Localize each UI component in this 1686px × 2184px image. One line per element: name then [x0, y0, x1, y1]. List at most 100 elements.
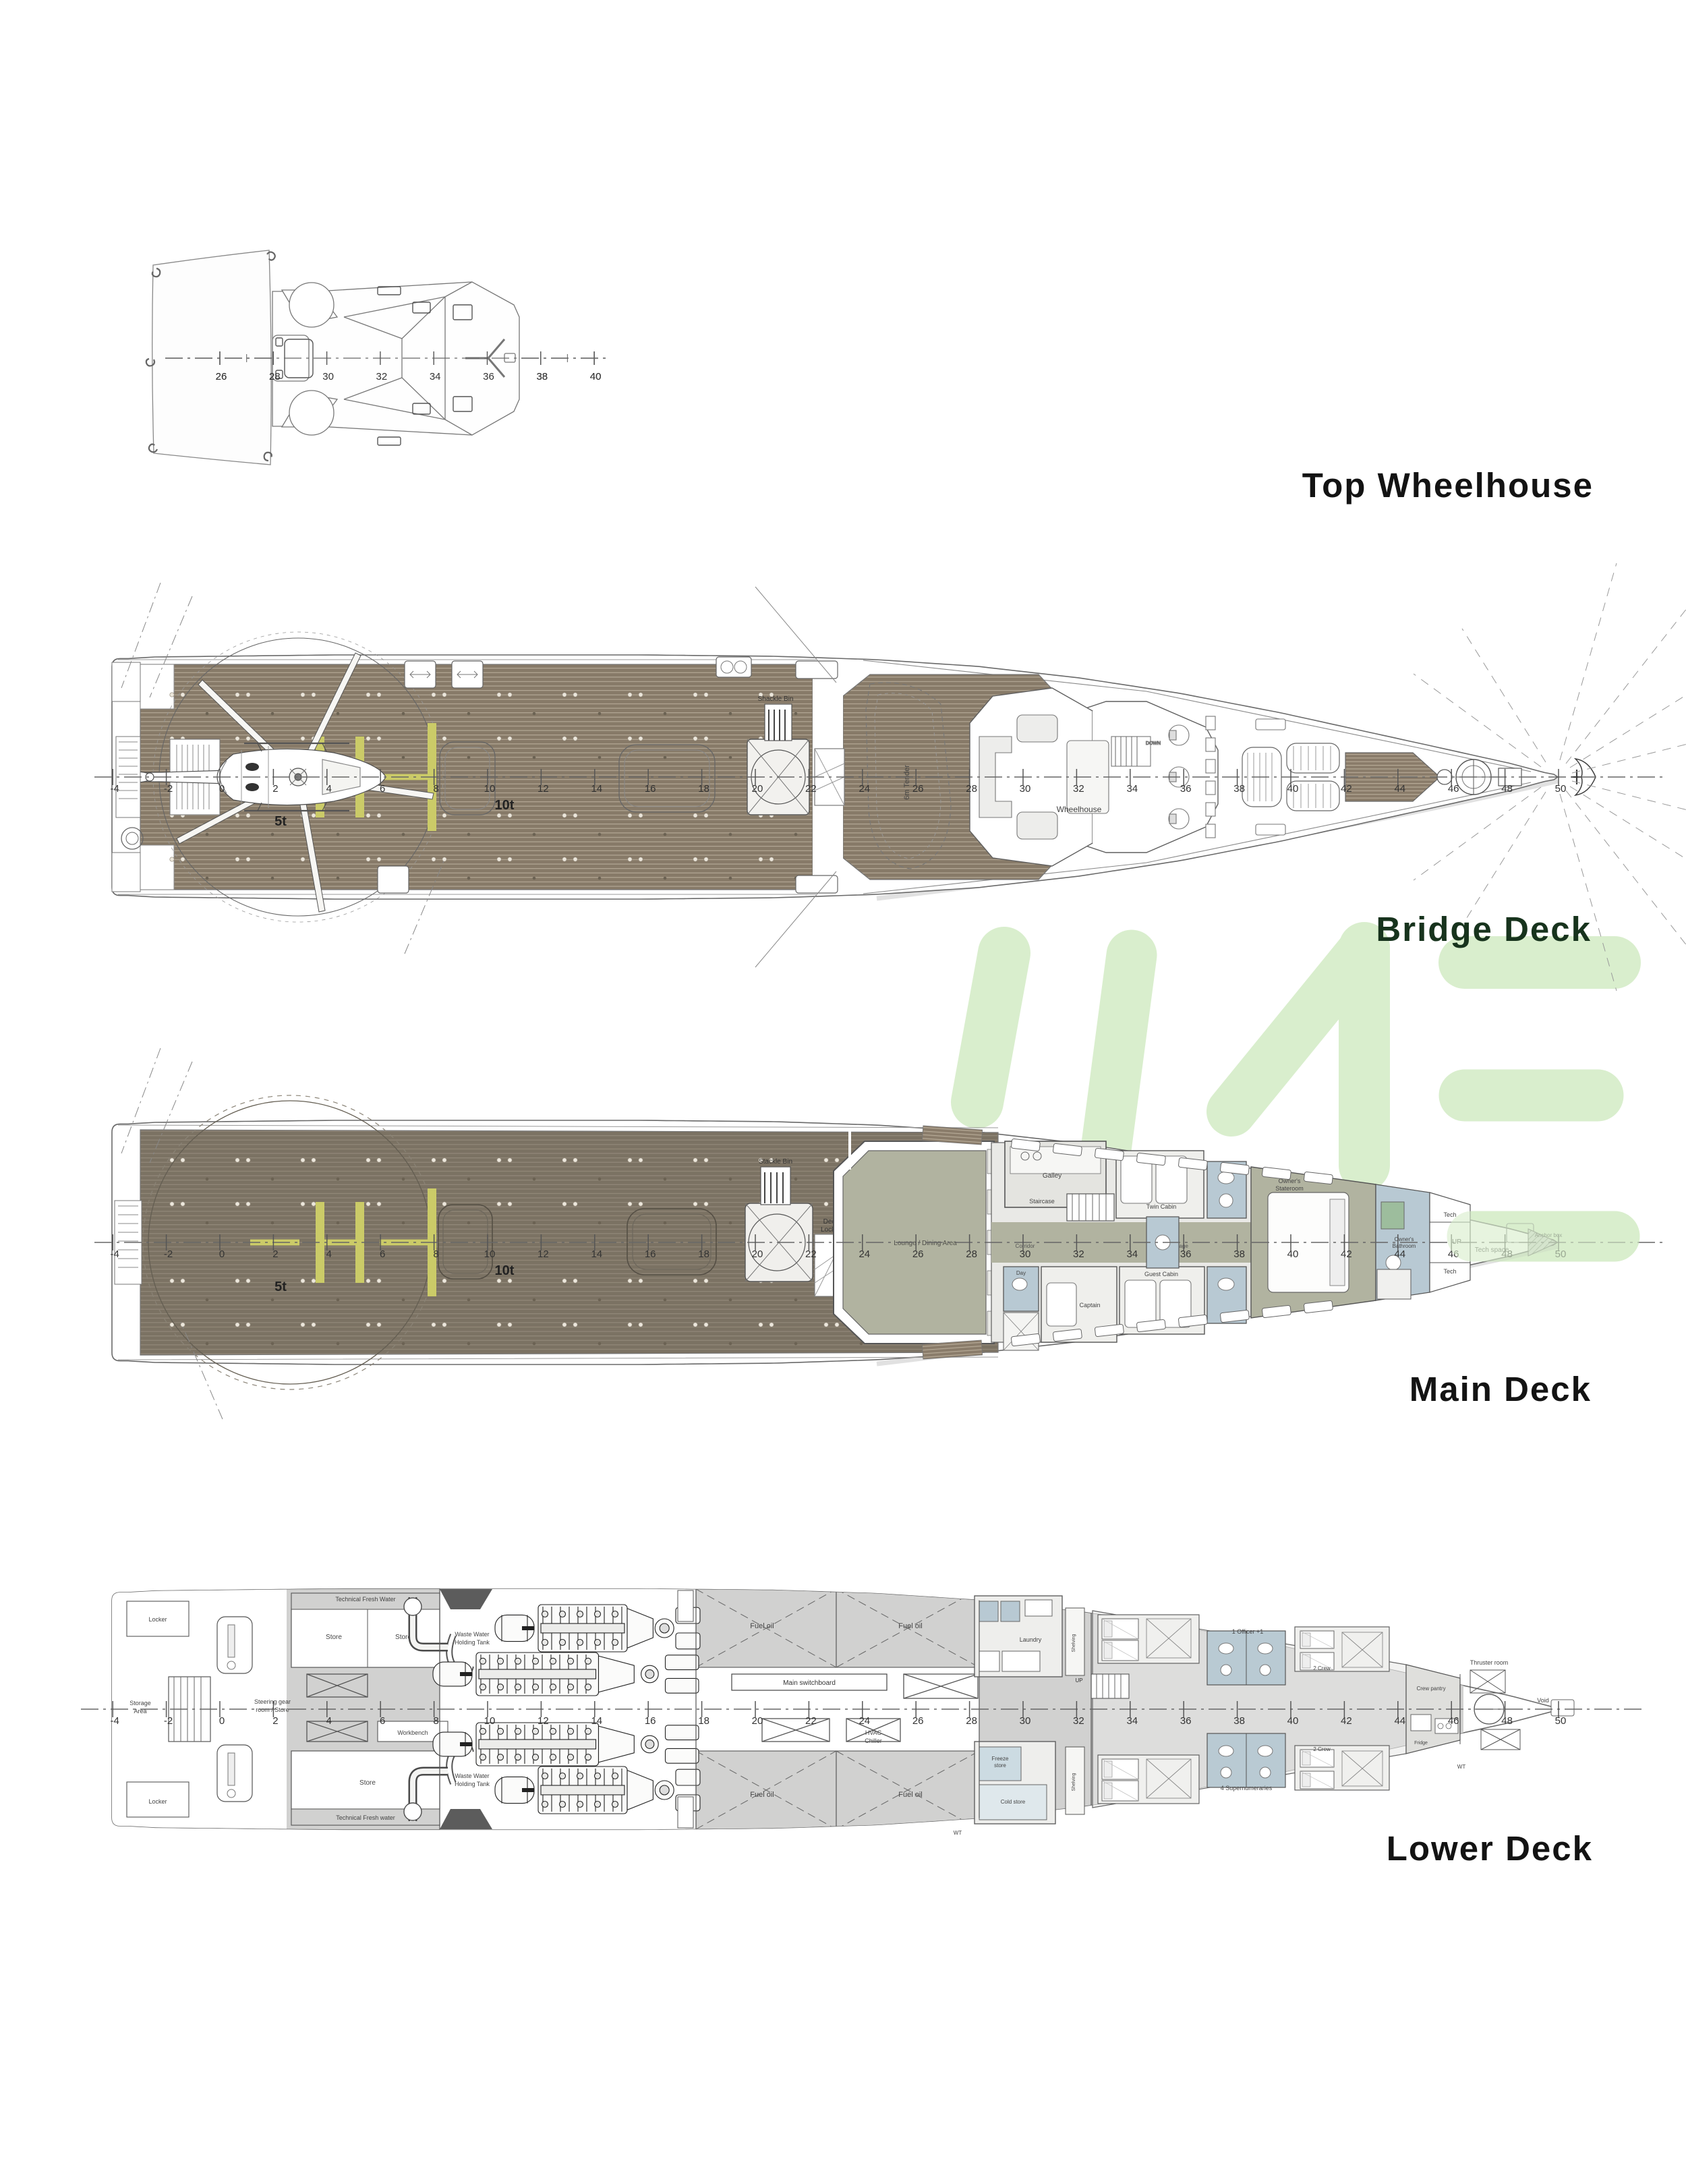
svg-text:36: 36	[1180, 1248, 1192, 1260]
svg-text:Twin Cabin: Twin Cabin	[1146, 1203, 1177, 1210]
svg-text:4: 4	[326, 783, 332, 795]
svg-text:6: 6	[380, 1715, 385, 1727]
svg-text:2 Crew: 2 Crew	[1313, 1665, 1331, 1671]
svg-text:Waste Water: Waste Water	[455, 1773, 489, 1779]
svg-text:Technical Fresh water: Technical Fresh water	[336, 1814, 395, 1821]
svg-text:22: 22	[805, 1248, 817, 1260]
svg-text:40: 40	[1287, 1715, 1299, 1727]
svg-text:16: 16	[645, 783, 656, 795]
svg-text:-4: -4	[111, 1715, 119, 1727]
svg-text:30: 30	[1020, 1248, 1031, 1260]
svg-text:Bathroom: Bathroom	[1393, 1243, 1416, 1249]
svg-text:UP: UP	[1075, 1677, 1082, 1684]
svg-text:Steering gear: Steering gear	[254, 1698, 291, 1705]
svg-text:16: 16	[645, 1248, 656, 1260]
svg-text:6: 6	[380, 783, 385, 795]
svg-text:Locker: Locker	[148, 1616, 167, 1623]
svg-text:5t: 5t	[274, 814, 287, 829]
svg-text:20: 20	[752, 783, 763, 795]
svg-text:Tech: Tech	[1443, 1211, 1456, 1218]
svg-text:Owner's: Owner's	[1394, 1236, 1414, 1242]
svg-text:Stateroom: Stateroom	[1275, 1185, 1304, 1192]
svg-text:Cold store: Cold store	[1001, 1799, 1026, 1805]
svg-text:Store: Store	[326, 1634, 342, 1641]
svg-text:44: 44	[1394, 1715, 1405, 1727]
svg-text:Workbench: Workbench	[397, 1729, 428, 1736]
svg-text:10t: 10t	[495, 798, 515, 813]
svg-text:34: 34	[430, 371, 441, 382]
svg-text:Stackle Bin: Stackle Bin	[759, 1158, 792, 1166]
svg-text:Staircase: Staircase	[1029, 1198, 1055, 1205]
svg-text:10: 10	[484, 1248, 496, 1260]
svg-text:Waste Water: Waste Water	[455, 1631, 489, 1638]
svg-text:36: 36	[483, 371, 494, 382]
svg-text:16: 16	[645, 1715, 656, 1727]
svg-text:Wheelhouse: Wheelhouse	[1057, 805, 1102, 814]
svg-text:30: 30	[1020, 1715, 1031, 1727]
svg-text:Holding Tank: Holding Tank	[455, 1639, 490, 1646]
svg-text:44: 44	[1394, 783, 1405, 795]
svg-text:46: 46	[1448, 783, 1459, 795]
svg-text:34: 34	[1126, 1248, 1138, 1260]
svg-text:4 Supernumeraries: 4 Supernumeraries	[1221, 1785, 1273, 1791]
svg-text:36: 36	[1180, 1715, 1192, 1727]
svg-text:room / Store: room / Store	[256, 1706, 289, 1713]
svg-text:Shackle Bin: Shackle Bin	[758, 695, 794, 703]
svg-text:14: 14	[591, 783, 602, 795]
svg-text:32: 32	[1073, 783, 1084, 795]
svg-text:0: 0	[219, 1715, 225, 1727]
svg-text:4: 4	[326, 1715, 332, 1727]
svg-text:36: 36	[1180, 783, 1192, 795]
svg-text:50: 50	[1555, 1715, 1567, 1727]
svg-text:Bridge Deck: Bridge Deck	[1376, 910, 1592, 948]
svg-text:24: 24	[859, 1715, 870, 1727]
svg-text:2: 2	[272, 1248, 278, 1260]
svg-text:48: 48	[1501, 783, 1513, 795]
svg-text:0: 0	[219, 1248, 225, 1260]
svg-text:2 Crew: 2 Crew	[1313, 1746, 1331, 1752]
svg-text:26: 26	[912, 1715, 924, 1727]
svg-text:34: 34	[1126, 1715, 1138, 1727]
svg-text:38: 38	[536, 371, 548, 382]
svg-text:Corridor: Corridor	[1016, 1243, 1035, 1249]
svg-text:Shelving: Shelving	[1072, 1634, 1076, 1652]
svg-text:Fuel oil: Fuel oil	[750, 1622, 774, 1630]
svg-text:46: 46	[1448, 1715, 1459, 1727]
svg-text:28: 28	[269, 371, 281, 382]
svg-text:2: 2	[272, 783, 278, 795]
svg-text:6m Tender: 6m Tender	[903, 765, 911, 800]
svg-text:Fridge: Fridge	[1414, 1741, 1428, 1746]
svg-text:50: 50	[1555, 783, 1567, 795]
svg-text:Fuel oil: Fuel oil	[898, 1791, 922, 1799]
svg-text:44: 44	[1394, 1248, 1405, 1260]
svg-text:12: 12	[537, 783, 549, 795]
svg-text:Holding Tank: Holding Tank	[455, 1781, 490, 1787]
svg-text:8: 8	[433, 1715, 438, 1727]
svg-text:-4: -4	[111, 783, 119, 795]
svg-text:Owner's: Owner's	[1279, 1178, 1301, 1184]
svg-text:store: store	[994, 1762, 1006, 1769]
svg-text:18: 18	[698, 783, 709, 795]
svg-text:Crew pantry: Crew pantry	[1416, 1686, 1445, 1692]
svg-text:12: 12	[537, 1248, 549, 1260]
svg-text:Area: Area	[134, 1708, 146, 1715]
svg-text:Void: Void	[1537, 1697, 1549, 1704]
svg-text:-4: -4	[111, 1248, 119, 1260]
svg-text:40: 40	[590, 371, 602, 382]
svg-text:10: 10	[484, 1715, 496, 1727]
svg-text:40: 40	[1287, 783, 1299, 795]
svg-text:Chiller: Chiller	[865, 1737, 882, 1744]
svg-text:Store: Store	[359, 1779, 376, 1787]
svg-text:Fuel oil: Fuel oil	[898, 1622, 922, 1630]
svg-text:4: 4	[326, 1248, 332, 1260]
svg-text:1 Officer +1: 1 Officer +1	[1232, 1628, 1264, 1635]
svg-text:Tech: Tech	[1443, 1268, 1456, 1275]
svg-text:40: 40	[1287, 1248, 1299, 1260]
svg-text:20: 20	[752, 1715, 763, 1727]
svg-text:6: 6	[380, 1248, 385, 1260]
svg-text:Technical Fresh Water: Technical Fresh Water	[335, 1596, 395, 1603]
svg-text:40: 40	[590, 371, 602, 382]
svg-text:42: 42	[1341, 1248, 1352, 1260]
svg-text:28: 28	[966, 783, 977, 795]
svg-text:5t: 5t	[274, 1280, 287, 1294]
